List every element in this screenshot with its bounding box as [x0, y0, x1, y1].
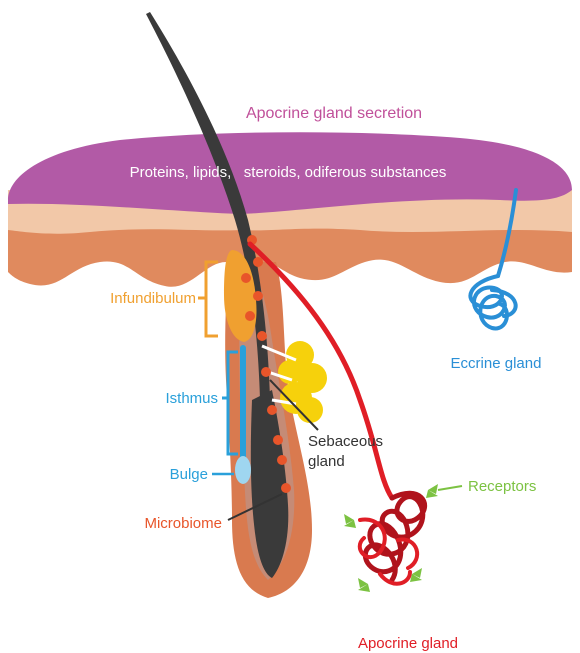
isthmus-label: Isthmus — [165, 390, 218, 407]
infundibulum-label: Infundibulum — [110, 290, 196, 307]
infundibulum-bracket — [206, 262, 218, 336]
secretion-contents: Proteins, lipids, steroids, odiferous su… — [130, 164, 447, 181]
isthmus-region — [240, 345, 246, 460]
eccrine-label: Eccrine gland — [451, 355, 542, 372]
apocrine-label: Apocrine gland — [358, 635, 458, 652]
sebaceous-label-line1: Sebaceous — [308, 433, 383, 450]
microbiome-label: Microbiome — [144, 515, 222, 532]
bulge-region — [235, 456, 251, 484]
secretion-title: Apocrine gland secretion — [246, 105, 422, 122]
receptors-label: Receptors — [468, 478, 536, 495]
bulge-label: Bulge — [170, 466, 208, 483]
sebaceous-label-line2: gland — [308, 453, 345, 470]
receptors-leader — [438, 486, 462, 490]
